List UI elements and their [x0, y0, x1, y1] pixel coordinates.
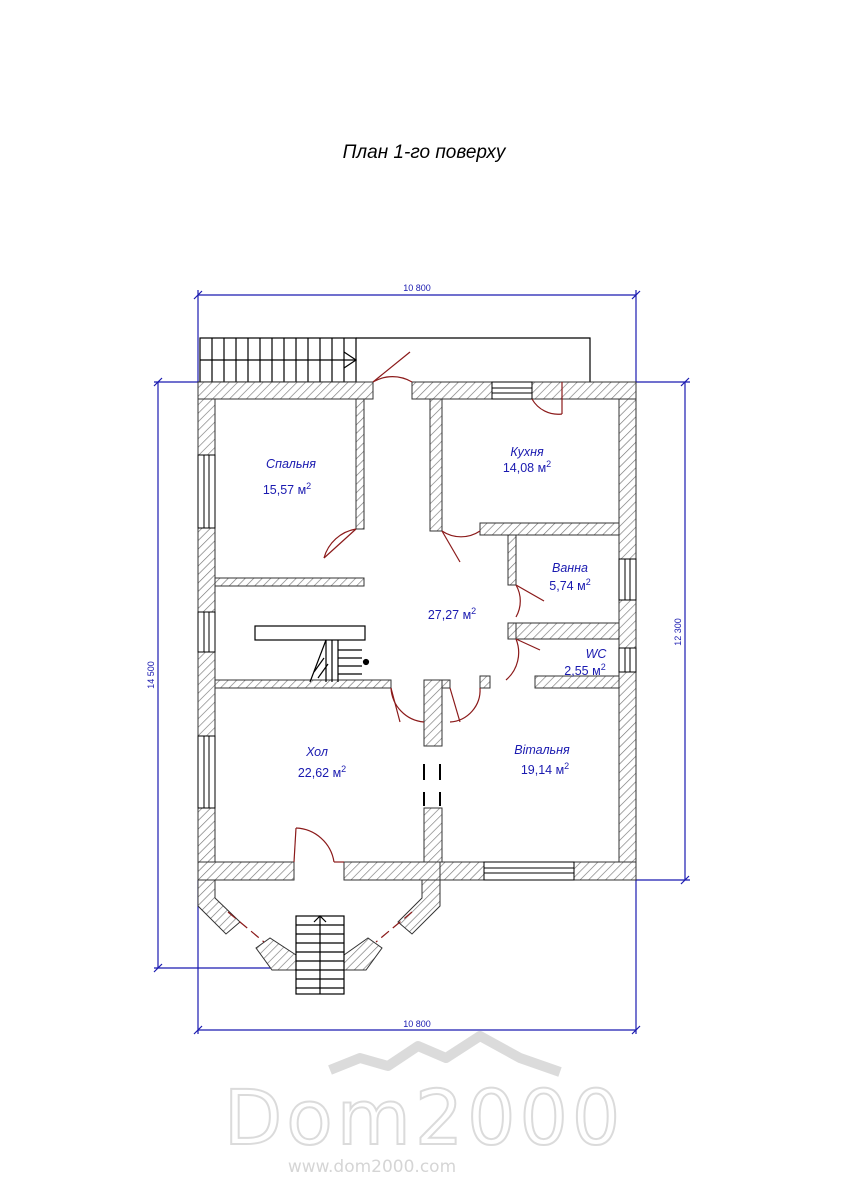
watermark-logo-text: Dom2000 [224, 1073, 624, 1162]
windows [197, 381, 637, 881]
page-title: План 1-го поверху [342, 142, 506, 163]
dimension-lines [153, 290, 690, 1035]
room-name: Хол [305, 745, 328, 759]
room-bath: Ванна 5,74 м2 [549, 561, 590, 593]
dim-top: 10 800 [403, 283, 431, 293]
doors [293, 351, 563, 863]
opening-markers [423, 764, 441, 806]
room-name: Ванна [552, 561, 588, 575]
interior-stairs [254, 625, 370, 683]
room-living: Вітальня 19,14 м2 [514, 743, 570, 777]
room-area: 22,62 м2 [298, 764, 346, 780]
room-area: 19,14 м2 [521, 761, 569, 777]
dim-bottom: 10 800 [403, 1019, 431, 1029]
room-area: 15,57 м2 [263, 481, 311, 497]
entrance-stairs [295, 915, 345, 995]
room-name: WC [586, 647, 608, 661]
room-area: 27,27 м2 [428, 606, 476, 622]
room-name: Спальня [266, 457, 316, 471]
walls [197, 381, 637, 971]
room-area: 5,74 м2 [549, 577, 590, 593]
room-area: 2,55 м2 [564, 662, 605, 678]
room-name: Вітальня [514, 743, 570, 757]
bay-windows [227, 911, 413, 943]
room-bedroom: Спальня 15,57 м2 [263, 457, 316, 497]
dim-left: 14 500 [146, 661, 156, 689]
watermark-logo: Dom2000 www.dom2000.com [223, 1031, 624, 1177]
room-corridor: 27,27 м2 [428, 606, 476, 622]
room-hall: Хол 22,62 м2 [298, 745, 346, 780]
terrace-top [199, 337, 591, 383]
watermark-url: www.dom2000.com [288, 1157, 456, 1177]
room-wc: WC 2,55 м2 [564, 647, 607, 678]
room-kitchen: Кухня 14,08 м2 [503, 445, 551, 475]
room-area: 14,08 м2 [503, 459, 551, 475]
room-name: Кухня [510, 445, 544, 459]
dim-right: 12 300 [673, 618, 683, 646]
